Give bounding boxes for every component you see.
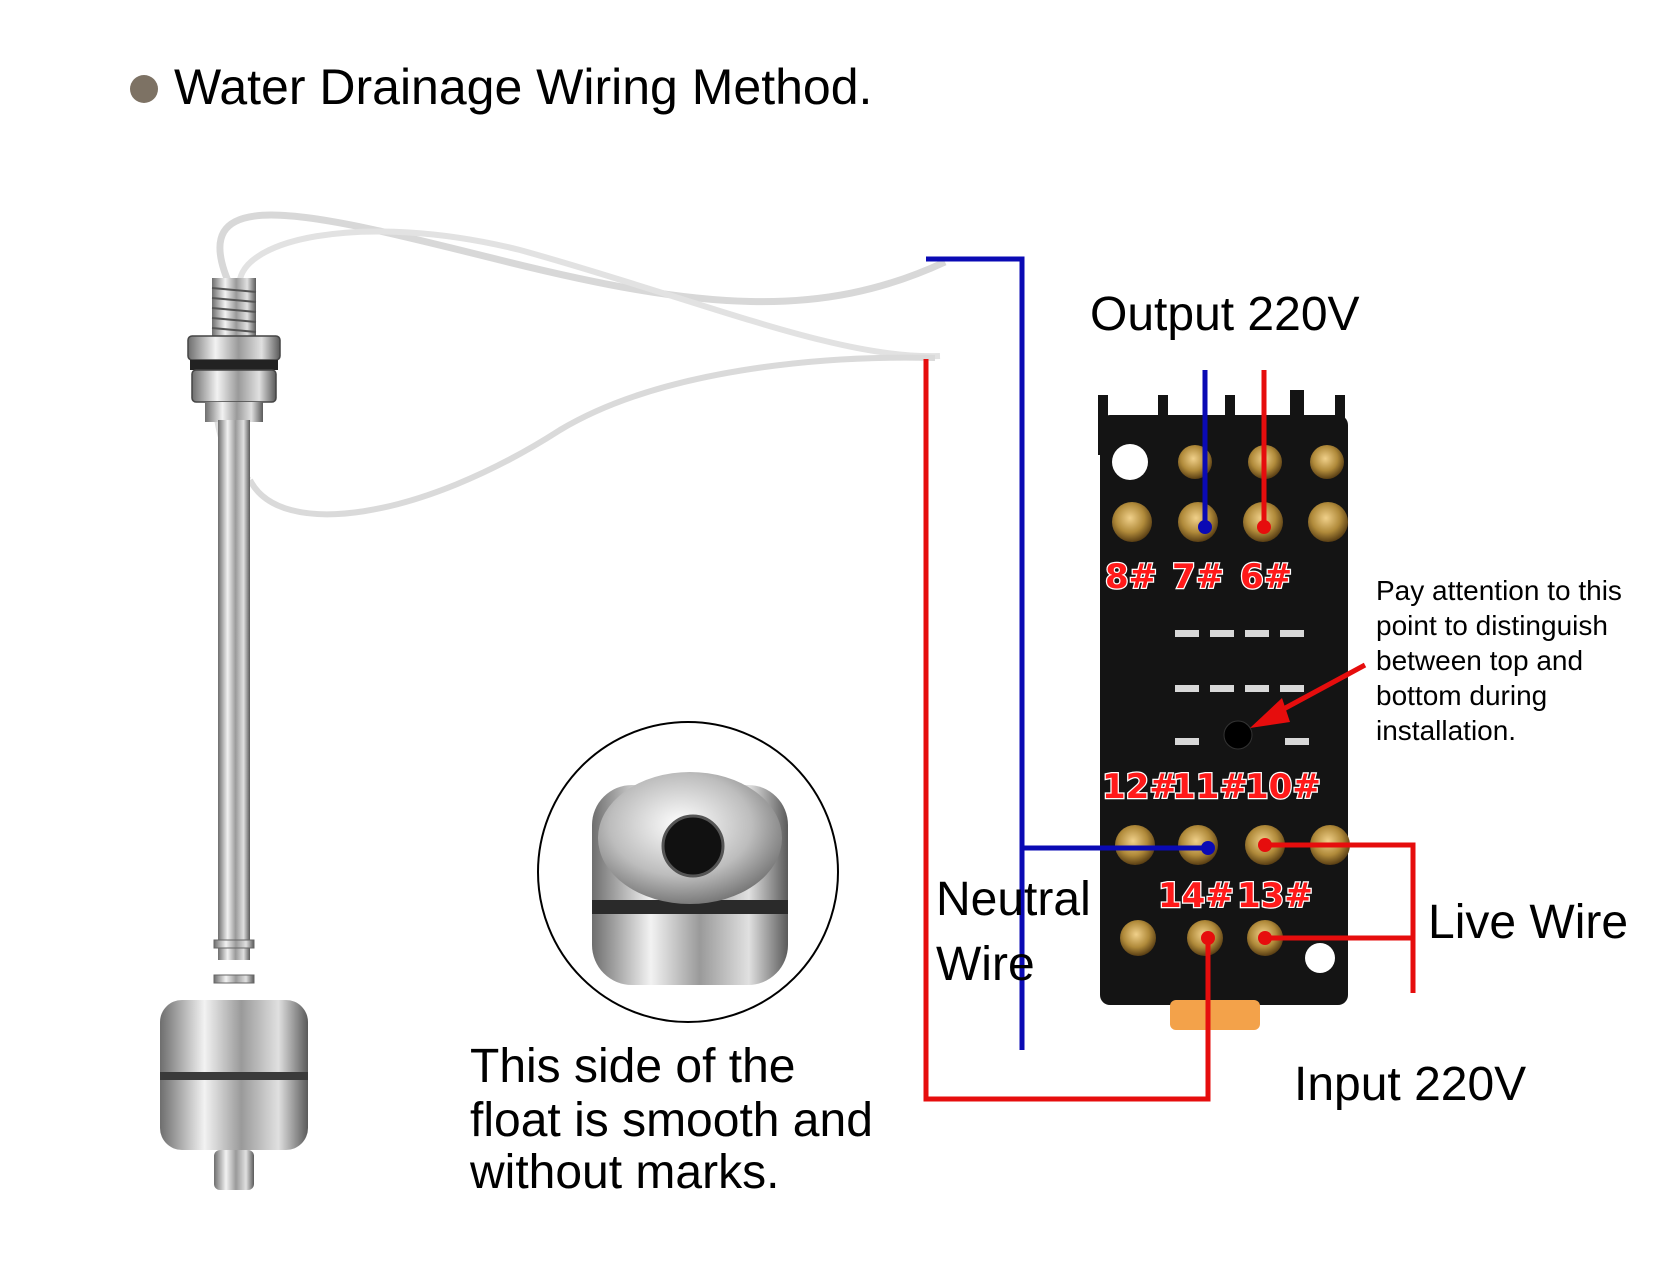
terminal-dot [1201,931,1215,945]
title-group: Water Drainage Wiring Method. [130,59,872,115]
float-caption-line: This side of the [470,1040,796,1093]
pin-label-8: 8# [1105,557,1157,597]
float-hole [661,814,725,878]
mount-hole [1305,943,1335,973]
float-closeup [537,721,839,1023]
pin-label-6: 6# [1240,557,1292,597]
live-wire [923,359,1416,1102]
terminal-dot [1258,838,1272,852]
nut [187,335,281,361]
live-label: Live Wire [1428,896,1628,949]
neutral-wire [926,256,1208,1050]
pin-label-7: 7# [1172,557,1224,597]
terminal-dot [1201,841,1215,855]
mount-hole [1112,444,1148,480]
cable [247,354,936,518]
terminal-dot [1258,931,1272,945]
attention-arrow [1250,662,1367,728]
pin-label-11: 11# [1172,767,1248,807]
orientation-hole [1223,720,1253,750]
output-label: Output 220V [1090,288,1360,341]
pin-label-10: 10# [1245,767,1321,807]
pin-label-12: 12# [1102,767,1178,807]
rod [218,420,250,960]
rod-ring [213,939,255,949]
attention-note: Pay attention to this point to distingui… [1376,575,1622,746]
pin-label-13: 13# [1237,876,1313,916]
neutral-label: Wire [936,938,1035,991]
note-line: installation. [1376,715,1516,746]
terminal-dot [1257,520,1271,534]
rod-ring [213,974,255,984]
float-switch [160,211,947,1190]
socket-body [1100,415,1348,1005]
bullet-icon [130,75,158,103]
rod-end [214,1150,254,1190]
cable [236,228,941,360]
relay-socket [1098,390,1350,1030]
washer [190,360,278,370]
cable [216,211,947,306]
pin-label-14: 14# [1158,876,1234,916]
nut [191,369,277,403]
float-caption-line: float is smooth and [470,1094,873,1147]
note-line: between top and [1376,645,1583,676]
float-caption-line: without marks. [469,1146,779,1199]
note-line: point to distinguish [1376,610,1608,641]
input-label: Input 220V [1294,1058,1526,1111]
neutral-label: Neutral [936,873,1091,926]
note-line: bottom during [1376,680,1547,711]
page-title: Water Drainage Wiring Method. [174,59,872,115]
float-seam [160,1072,308,1080]
terminal-dot [1198,520,1212,534]
note-line: Pay attention to this [1376,575,1622,606]
collar [205,402,263,422]
